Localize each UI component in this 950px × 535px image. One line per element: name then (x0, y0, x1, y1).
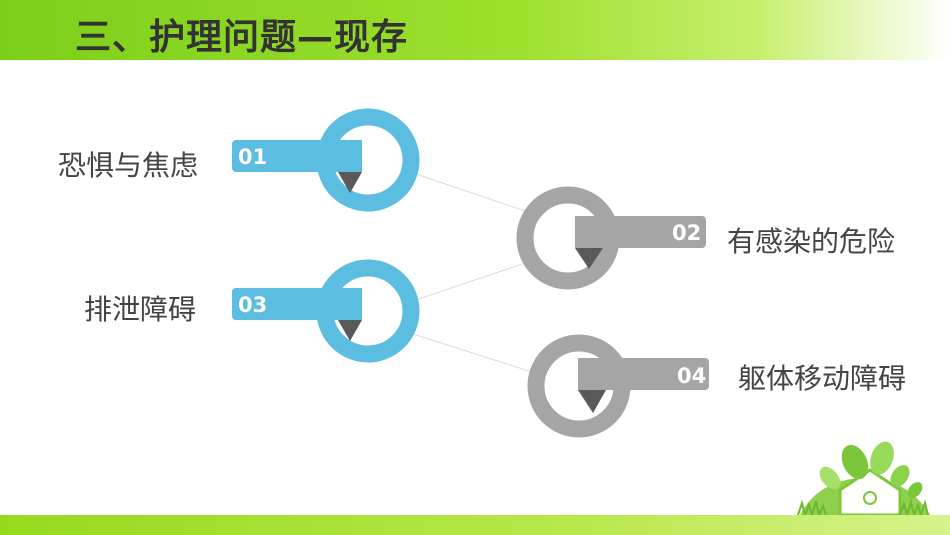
tab-04 (578, 358, 709, 390)
label-04: 躯体移动障碍 (738, 362, 907, 395)
number-03: 03 (238, 293, 267, 317)
label-02: 有感染的危险 (727, 225, 896, 258)
pointer-01 (338, 172, 362, 193)
tab-01 (232, 140, 362, 172)
item-02: 02 (516, 186, 706, 290)
label-01: 恐惧与焦虑 (58, 149, 199, 182)
number-04: 04 (677, 364, 706, 388)
number-01: 01 (238, 145, 267, 169)
page-title: 三、护理问题—现存 (75, 17, 409, 58)
title-bar (0, 0, 950, 60)
pointer-04 (578, 390, 606, 413)
tab-02 (575, 216, 706, 248)
number-02: 02 (672, 221, 701, 245)
item-01: 01 (232, 108, 420, 212)
footer-bar (0, 515, 950, 535)
item-04: 04 (527, 334, 709, 438)
item-03: 03 (232, 259, 420, 363)
tab-03 (232, 288, 362, 320)
connector-lines (409, 171, 536, 374)
label-03: 排泄障碍 (84, 293, 197, 326)
pointer-02 (575, 248, 603, 269)
eco-house-decoration (797, 441, 930, 519)
pointer-03 (338, 320, 362, 341)
